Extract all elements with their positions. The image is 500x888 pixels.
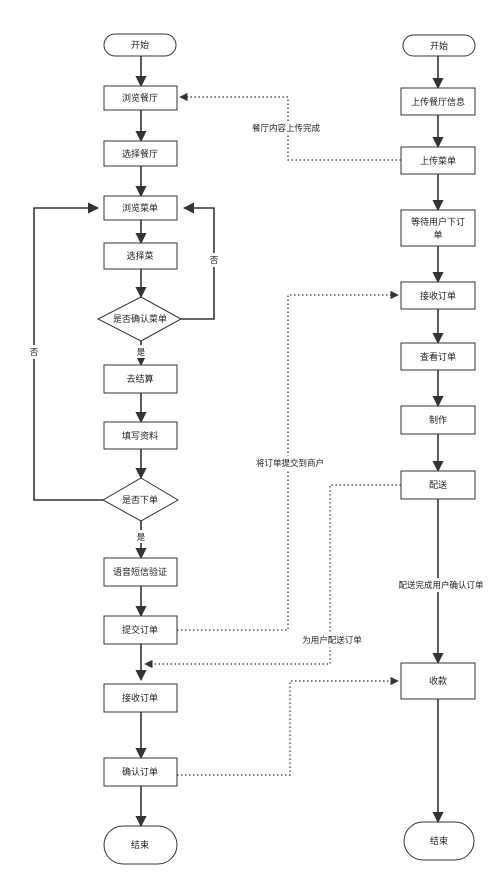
content-uploaded-label: 餐厅内容上传完成 [252,123,321,134]
left-start-label: 开始 [131,39,149,51]
select-restaurant-node: 选择餐厅 [103,140,178,167]
confirm-yes-label: 是 [137,348,146,358]
browse-menu-node: 浏览菜单 [103,195,178,221]
payment-label: 收款 [429,675,447,687]
browse-restaurant-node: 浏览餐厅 [103,85,178,111]
view-order-node: 查看订单 [400,342,476,371]
edge-confirm-to-payment [177,676,399,776]
confirm-menu-label: 是否确认菜单 [113,313,167,325]
place-order-yes-label: 是 [137,533,146,543]
submit-to-merchant-label: 将订单提交到商户 [256,458,324,469]
place-order-label: 是否下单 [122,494,158,506]
fill-info-node: 填写资料 [103,421,178,450]
checkout-label: 去结算 [126,373,153,385]
left-end-label: 结束 [131,839,149,851]
deliver-node: 配送 [400,470,476,500]
confirm-order-label: 确认订单 [122,766,158,778]
edge-labels: 餐厅内容上传完成 否 是 否 是 将订单提交到商户 为用户配送订单 配送完成用户… [29,121,487,647]
right-receive-order-node: 接收订单 [400,281,476,310]
confirm-order-node: 确认订单 [103,757,178,787]
right-end-node: 结束 [403,821,475,861]
right-start-label: 开始 [430,40,448,52]
wait-order-node: 等待用户下订 单 [400,209,476,247]
confirm-no-label: 否 [210,256,219,266]
sms-verify-node: 语音短信验证 [103,557,178,587]
upload-menu-label: 上传菜单 [420,155,456,167]
select-dish-label: 选择菜 [126,250,153,262]
edge-place-order-no-loop [33,202,103,501]
upload-info-label: 上传餐厅信息 [411,96,465,108]
place-order-no-label: 否 [30,348,39,358]
left-start-node: 开始 [103,33,177,57]
fill-info-label: 填写资料 [122,430,158,442]
wait-order-label-line2: 单 [433,229,442,241]
left-end-node: 结束 [103,825,178,865]
delivery-done-label: 配送完成用户确认订单 [398,580,484,591]
confirm-menu-decision: 是否确认菜单 [96,296,183,342]
submit-order-node: 提交订单 [103,615,178,645]
submit-order-label: 提交订单 [122,624,158,636]
browse-menu-label: 浏览菜单 [122,202,158,214]
edge-submit-to-merchant [177,290,399,631]
upload-menu-node: 上传菜单 [400,146,476,175]
payment-node: 收款 [400,662,476,700]
right-receive-order-label: 接收订单 [420,290,456,302]
sms-verify-label: 语音短信验证 [113,566,167,578]
make-label: 制作 [429,414,447,426]
select-restaurant-label: 选择餐厅 [122,148,158,160]
left-flow: 开始 浏览餐厅 选择餐厅 浏览菜单 选择菜 是否确认菜单 去结算 填写资料 [33,33,215,865]
browse-restaurant-label: 浏览餐厅 [122,92,158,104]
deliver-label: 配送 [429,479,447,491]
left-receive-order-label: 接收订单 [122,692,158,704]
cross-lane-edges [144,92,401,776]
upload-info-node: 上传餐厅信息 [400,87,476,116]
make-node: 制作 [400,405,476,435]
left-receive-order-node: 接收订单 [103,683,178,713]
right-flow: 开始 上传餐厅信息 上传菜单 等待用户下订 单 接收订单 查看订单 制作 [400,34,476,861]
select-dish-node: 选择菜 [103,242,178,270]
edge-deliver-to-user [144,484,401,669]
wait-order-label-line1: 等待用户下订 [411,216,465,228]
deliver-to-user-label: 为用户配送订单 [302,635,362,646]
checkout-node: 去结算 [103,364,178,394]
view-order-label: 查看订单 [420,351,456,363]
right-end-label: 结束 [430,835,448,847]
right-start-node: 开始 [402,34,476,57]
place-order-decision: 是否下单 [101,477,179,522]
